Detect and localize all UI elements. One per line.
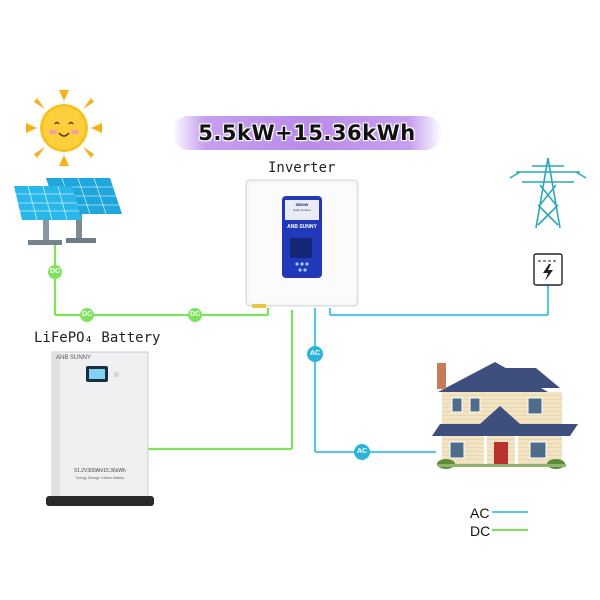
- inverter-brand: ANB SUNNY: [287, 224, 317, 230]
- dc-connector-dot: DC: [188, 308, 202, 322]
- legend-ac-label: AC: [470, 505, 490, 521]
- ac-connector-dot: AC: [307, 346, 323, 362]
- inverter-device: [245, 179, 359, 308]
- diagram-title: 5.5kW+15.36kWh: [198, 121, 416, 145]
- inverter-label: Inverter: [268, 160, 336, 176]
- inverter-screen-subtitle: Solar Inverter: [292, 208, 311, 212]
- battery-label: LiFePO₄ Battery: [34, 330, 161, 346]
- ac-connector-dot: AC: [354, 444, 370, 460]
- sun-icon: [26, 90, 102, 166]
- house-icon: [432, 362, 578, 469]
- solar-panel-icon: [14, 177, 122, 245]
- battery-brand: ANB SUNNY: [56, 355, 92, 361]
- electric-meter-icon: [533, 253, 563, 286]
- ac-wires: [313, 285, 550, 454]
- inverter-screen-power: 5500W: [295, 202, 309, 207]
- dc-connector-dot: DC: [48, 265, 62, 279]
- title-banner: [172, 116, 442, 150]
- legend-dc-label: DC: [470, 523, 491, 539]
- battery-device: [46, 351, 154, 506]
- dc-connector-dot: DC: [80, 308, 94, 322]
- battery-spec: 51.2V300Ah/15.36kWh: [74, 468, 126, 474]
- battery-subtext: Energy Storage Lithium Battery: [75, 476, 125, 480]
- power-tower-icon: [509, 157, 587, 229]
